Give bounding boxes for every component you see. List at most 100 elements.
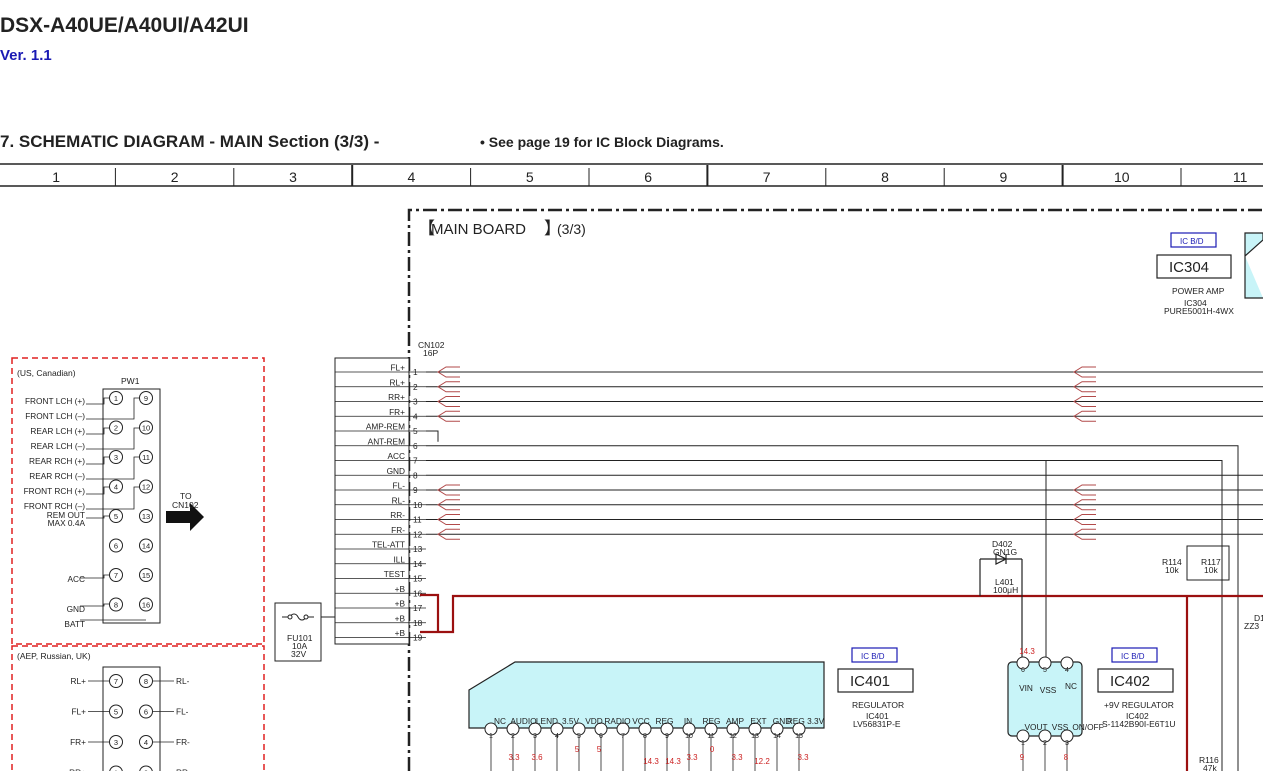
board-bracket-right: 】 <box>544 219 561 238</box>
pw1-pin-number: 13 <box>142 512 150 521</box>
pw1-wire-label: FRONT LCH (+) <box>25 396 85 406</box>
ic401-pin-label: GND <box>773 716 791 726</box>
cn102-signal-label: RL- <box>392 495 406 505</box>
ic402-voltage: 14.3 <box>1019 647 1035 656</box>
l401-ref: L401 <box>995 577 1014 587</box>
cn102-signal-label: FR+ <box>389 407 405 417</box>
pw1-pin-number: 5 <box>114 512 118 521</box>
aep-wire-label: FR- <box>176 737 190 747</box>
ic402-tag-box <box>1111 647 1158 663</box>
ic401-pin-label: VDD <box>585 716 603 726</box>
pw1-labels: FRONT LCH (+)FRONT LCH (–)REAR LCH (+)RE… <box>24 396 146 629</box>
d402-symbol <box>979 553 1023 660</box>
l401-value: 100μH <box>993 585 1018 595</box>
pw1-pin-number: 14 <box>142 542 150 551</box>
d402-part: GN1G <box>993 547 1017 557</box>
pw1-pin-left <box>109 479 123 494</box>
arrow-label-cn102: CN102 <box>172 500 199 510</box>
pw1-wire-label: REAR RCH (+) <box>29 456 85 466</box>
aep-pin-number: 5 <box>114 708 118 717</box>
ic401-desc2: IC401 <box>866 711 889 721</box>
d1-ref: D1 <box>1254 613 1263 623</box>
pw1-pin-number: 10 <box>142 424 150 433</box>
ic401-pin-label: AUDIO <box>510 716 537 726</box>
pw1-pin-number: 8 <box>114 601 118 610</box>
model-title: DSX-A40UE/A40UI/A42UI <box>0 14 249 37</box>
ic401-voltage: 12.2 <box>754 757 770 766</box>
fuse-voltage: 32V <box>291 649 306 659</box>
aep-pin-number: 6 <box>144 708 148 717</box>
grid-column-number: 5 <box>526 169 534 185</box>
signal-flow-arrow <box>437 499 460 511</box>
pw1-pin-number: 12 <box>142 483 150 492</box>
ic401-voltage: 5 <box>575 745 580 754</box>
ic402-pin-label: VIN <box>1019 683 1033 693</box>
pw1-pin-number: 9 <box>144 394 148 403</box>
signal-flow-arrow <box>1073 514 1096 525</box>
fuse-rating: 10A <box>292 641 307 651</box>
ic402-pin <box>1038 656 1052 670</box>
ic401-pin-label: REG 3.3V <box>787 716 825 726</box>
ic401-voltage: 3.3 <box>508 753 520 762</box>
cn102-signal-label: TEST <box>384 569 405 579</box>
cn102-signal-label: ANT-REM <box>368 436 405 446</box>
pw1-wire-label: GND <box>67 604 85 614</box>
cn102-signal-label: FL+ <box>390 363 405 373</box>
ic402-pin-label: NC <box>1065 681 1077 691</box>
pw1-label: PW1 <box>121 376 140 386</box>
aep-panel <box>11 645 265 771</box>
pw1-pin-right <box>139 538 153 553</box>
arrow-label-to: TO <box>180 491 192 501</box>
ic401-ref: IC401 <box>850 673 890 690</box>
signal-flow-arrow <box>437 528 460 540</box>
ic402-pin <box>1060 656 1074 670</box>
pw1-wire-label: FRONT LCH (–) <box>25 411 85 421</box>
pw1-wire-label: MAX 0.4A <box>48 518 86 528</box>
pw1-pin-number: 4 <box>114 483 118 492</box>
amp-rem-wire <box>426 430 439 442</box>
cn102-signal-label: ILL <box>393 554 405 564</box>
ic304-tag-box <box>1170 232 1217 248</box>
pw1-wire-label: ACC <box>67 574 85 584</box>
pw1-wire <box>86 397 140 420</box>
d402-ref: D402 <box>992 539 1013 549</box>
ic304-desc2: IC304 <box>1184 298 1207 308</box>
aep-region-label: (AEP, Russian, UK) <box>17 651 91 661</box>
ic401-voltage: 14.3 <box>665 757 681 766</box>
ic304-ref-box <box>1156 254 1232 279</box>
ic304-ref: IC304 <box>1169 259 1209 276</box>
cn102-signal-label: FL- <box>393 481 406 491</box>
pw1-pin-left <box>109 420 123 435</box>
signal-flow-arrow <box>437 410 460 422</box>
r117-ref: R117 <box>1201 557 1221 567</box>
signal-flow-arrow <box>437 381 460 393</box>
signal-flow-arrow <box>437 484 460 496</box>
signal-flow-arrow <box>1073 484 1096 496</box>
ic304-body <box>1244 232 1263 299</box>
signal-flow-arrow <box>437 366 460 378</box>
aep-pin-number: 2 <box>144 769 148 771</box>
aep-pin-right <box>139 674 153 688</box>
grid-column-number: 11 <box>1233 169 1248 185</box>
pw1-wire <box>86 486 140 510</box>
aep-wire-label: FL+ <box>71 707 86 717</box>
cn102-signal-label: RL+ <box>390 377 406 387</box>
ic401-pin-label: IN <box>684 716 692 726</box>
aep-pin-right <box>139 735 153 749</box>
aep-wire-label: RR+ <box>69 768 86 771</box>
to-cn102-arrow <box>166 503 204 531</box>
pw1-connector-body <box>102 388 161 624</box>
grid-column-number: 8 <box>881 169 889 185</box>
ic401-ref-box <box>837 668 914 693</box>
pw1-pin-number: 6 <box>114 542 118 551</box>
pw1-pin-left <box>109 538 123 553</box>
board-label: MAIN BOARD <box>431 221 526 238</box>
ant-rem-wire <box>426 445 1239 771</box>
ic304-desc: POWER AMP <box>1172 286 1225 296</box>
power-trace <box>420 593 1263 771</box>
ic401-voltage: 5 <box>597 745 602 754</box>
